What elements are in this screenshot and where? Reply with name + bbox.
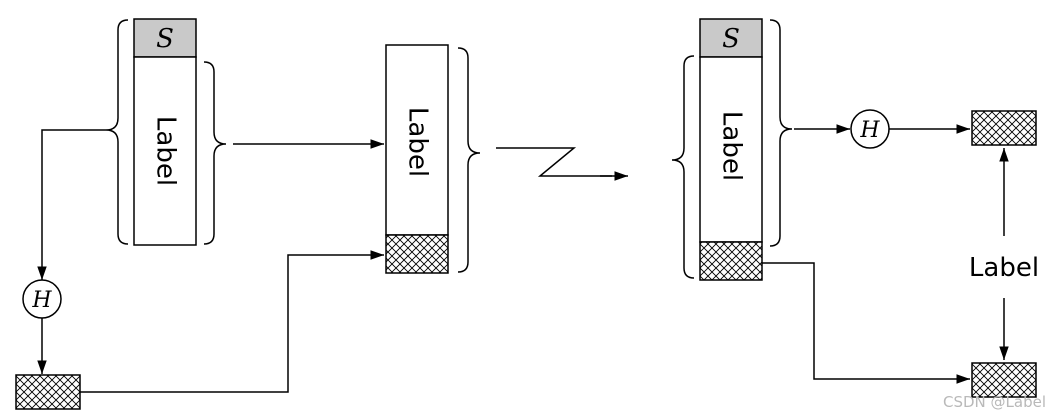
sender-message-block xyxy=(133,56,197,246)
received-mac-extract-arrow xyxy=(762,262,970,384)
packet-mac-block xyxy=(385,234,449,274)
sender-message-label: Label xyxy=(151,116,181,186)
receiver-right-brace xyxy=(769,19,793,247)
sender-right-brace xyxy=(203,61,227,245)
sender-mac-block xyxy=(15,374,81,410)
outgoing-packet: Label xyxy=(385,44,481,274)
receiver-computed-mac xyxy=(971,110,1037,146)
packet-message-block xyxy=(385,44,449,236)
sender-secret-label: S xyxy=(156,24,174,54)
packet-message-label: Label xyxy=(403,107,433,177)
transmission-channel xyxy=(496,147,612,177)
sender-left-brace xyxy=(105,19,129,245)
sender-hash-label: H xyxy=(31,288,52,313)
sender-hash-input-arrow xyxy=(37,129,106,280)
sender-secret-block xyxy=(133,18,197,58)
mac-append-arrow xyxy=(80,250,384,393)
sender-section: S Label H xyxy=(15,18,384,410)
receiver-left-brace xyxy=(671,55,695,279)
receiver-secret-label: S xyxy=(722,24,740,54)
receiver-section: S Label H Label xyxy=(671,18,1039,398)
compare-label: Label xyxy=(969,253,1039,283)
packet-brace xyxy=(457,47,481,273)
receiver-message-block xyxy=(699,56,763,243)
receiver-received-mac xyxy=(699,241,763,281)
watermark-text: CSDN @Label xyxy=(943,393,1046,411)
receiver-hash-label: H xyxy=(859,118,880,143)
receiver-message-label: Label xyxy=(717,111,747,181)
receiver-extracted-mac xyxy=(971,362,1037,398)
